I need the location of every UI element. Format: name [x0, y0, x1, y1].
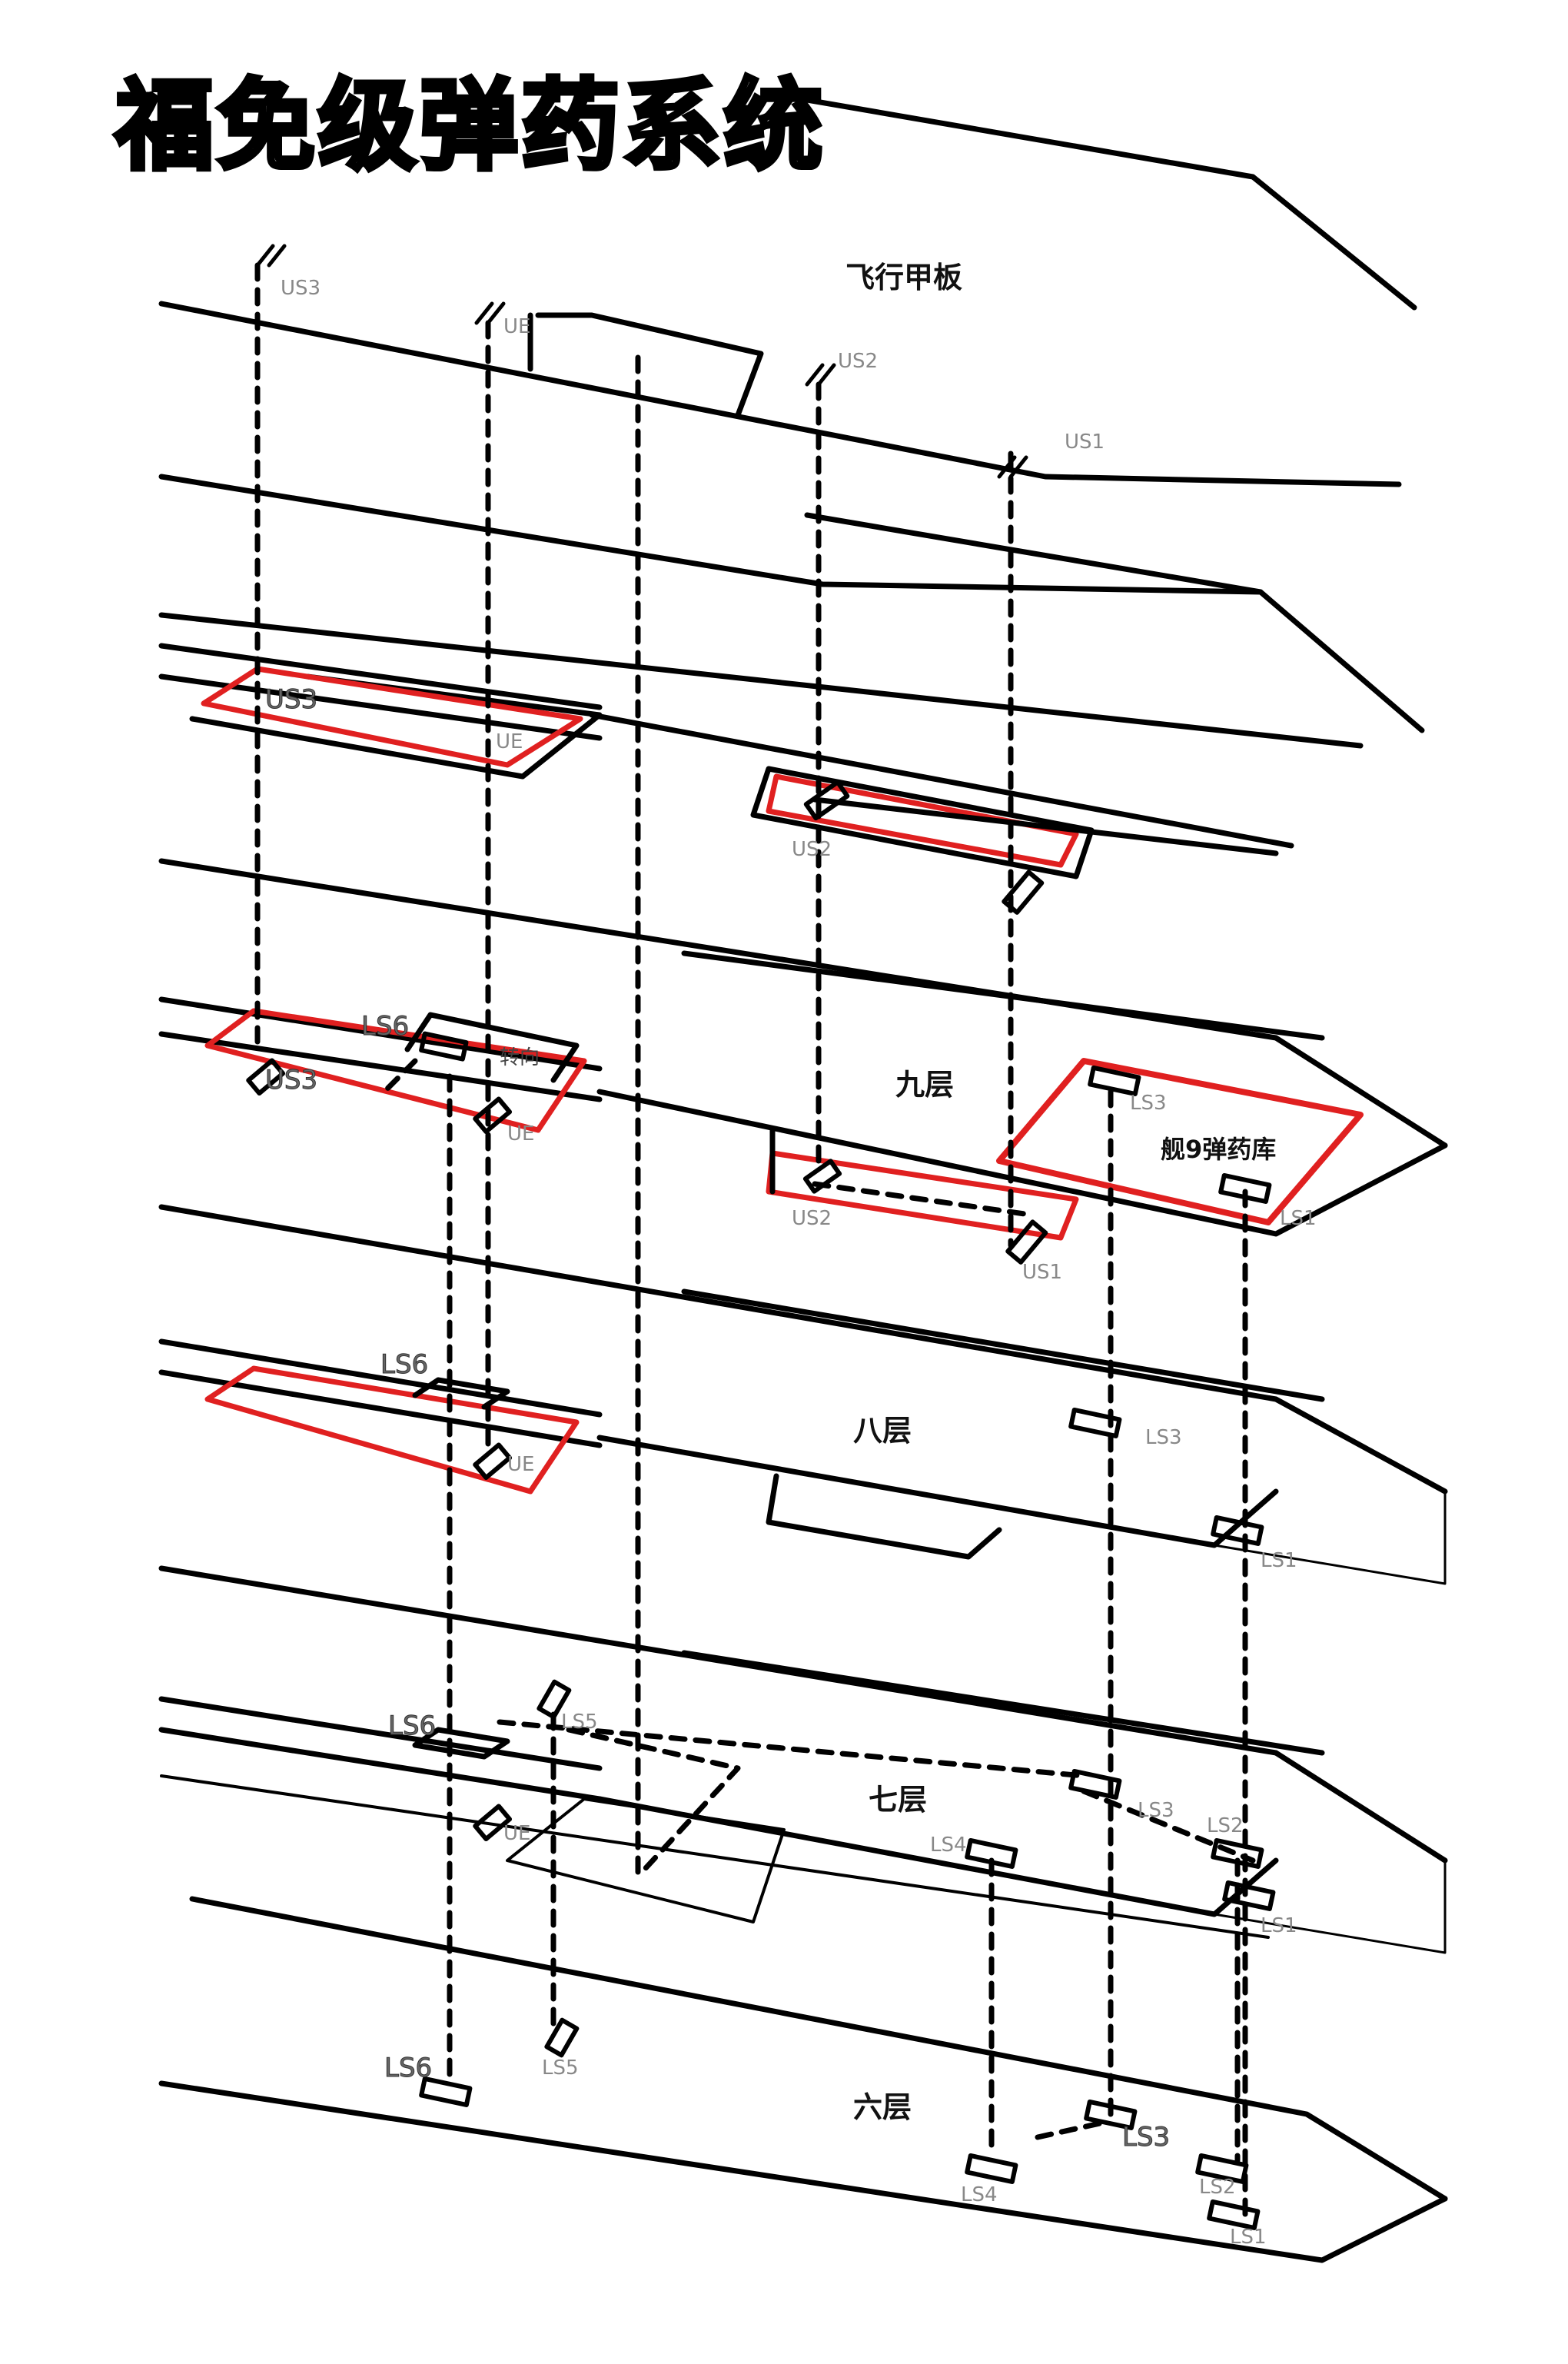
tag-us2-upper: US2 [792, 838, 832, 861]
tag-ls1-l7: LS1 [1261, 1914, 1297, 1937]
tag-ue-l8: UE [507, 1453, 535, 1476]
deck-label-seven: 七层 [869, 1783, 928, 1817]
level-eight [158, 1204, 1448, 1585]
tag-us2-l9: US2 [792, 1207, 832, 1230]
tag-ls2-l6: LS2 [1199, 2176, 1236, 2199]
tag-ls5-l6: LS5 [542, 2056, 579, 2080]
level-seven [158, 1565, 1448, 1954]
tag-ue-top: UE [503, 315, 531, 338]
deck-label-flight: 飞行甲板 [845, 261, 963, 294]
flight-deck-lines [158, 97, 1425, 749]
tag-ls6-l8: LS6 [380, 1349, 429, 1381]
hatch-marks [255, 244, 1028, 479]
level-six [158, 1896, 1448, 2263]
tag-ue-upper: UE [496, 730, 523, 753]
tag-us3-top: US3 [281, 277, 321, 300]
page-title: 福免级弹药系统 [113, 67, 826, 186]
tag-ls4-l6: LS4 [961, 2183, 998, 2206]
tag-us1-l9: US1 [1022, 1261, 1063, 1284]
turn-label: 转向 [500, 1046, 540, 1069]
tag-us2-top: US2 [838, 350, 879, 373]
deck-label-eight: 八层 [853, 1414, 912, 1448]
tag-us3-upper: US3 [264, 684, 318, 716]
tag-ls3-l7: LS3 [1138, 1799, 1174, 1822]
tag-ls3-l6: LS3 [1121, 2122, 1171, 2153]
tag-us1-top: US1 [1065, 431, 1105, 454]
tag-ls6-l9: LS6 [360, 1011, 410, 1042]
level-nine [158, 858, 1448, 1265]
tag-ls5-l7: LS5 [561, 1711, 598, 1734]
tag-ls6-l6: LS6 [384, 2053, 433, 2084]
tag-ls1-l6: LS1 [1230, 2226, 1267, 2249]
tag-ue-l9: UE [507, 1122, 535, 1145]
tag-us3-l9: US3 [264, 1065, 318, 1096]
tag-ls1-l9: LS1 [1280, 1207, 1317, 1230]
tag-ls1-l8: LS1 [1261, 1549, 1297, 1572]
tag-ls3-l8: LS3 [1145, 1426, 1182, 1449]
tag-ls3-l9: LS3 [1130, 1092, 1167, 1115]
hoist-shafts [254, 262, 1256, 2217]
deck-label-nine: 九层 [895, 1068, 955, 1102]
tag-ls6-l7: LS6 [387, 1711, 437, 1742]
deck-label-six: 六层 [853, 2090, 912, 2124]
magazine-label: 舰9弹药库 [1161, 1135, 1277, 1164]
tag-ue-l7: UE [503, 1822, 531, 1845]
tag-ls2-l7: LS2 [1207, 1814, 1244, 1837]
upper-deck [158, 643, 1294, 915]
tag-ls4-l7: LS4 [930, 1834, 967, 1857]
